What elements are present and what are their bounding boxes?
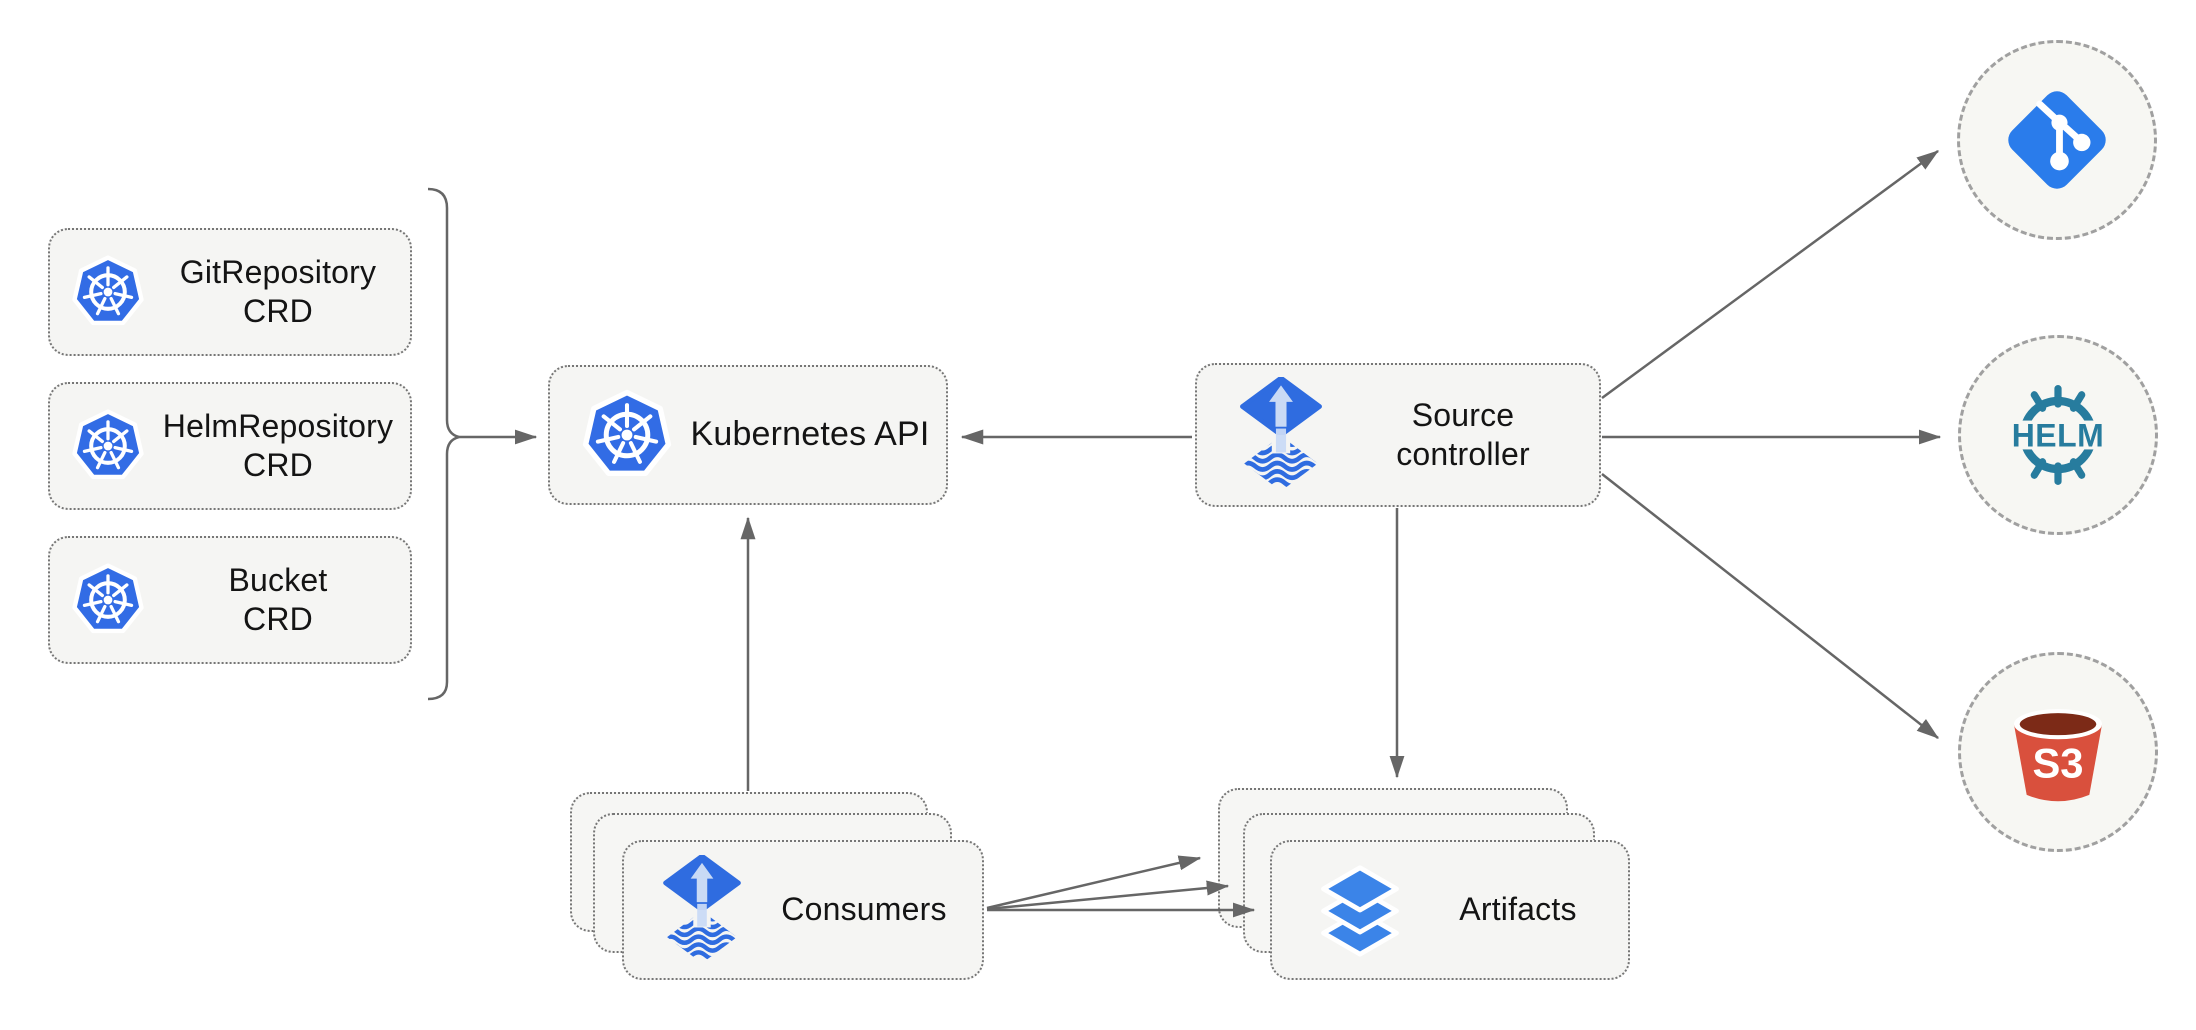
helm-icon: HELM (1991, 381, 2125, 489)
node-label: GitRepository CRD (146, 253, 410, 331)
node-gitrepository-crd: GitRepository CRD (48, 228, 412, 356)
node-bucket-crd: Bucket CRD (48, 536, 412, 664)
flux-icon (658, 855, 746, 965)
node-label: Consumers (781, 891, 947, 928)
kubernetes-icon (70, 254, 146, 330)
node-label-line1: Bucket (228, 561, 328, 598)
node-label: HelmRepository CRD (146, 407, 410, 485)
node-label-line2: CRD (243, 601, 313, 637)
node-label: Source controller (1327, 396, 1599, 474)
node-label-line2: CRD (243, 293, 313, 329)
edge-consumers-to-artifacts-middle (986, 880, 1230, 911)
edge-source-controller-to-s3 (1601, 473, 1939, 739)
node-label: Artifacts (1459, 891, 1577, 928)
edge-consumers-to-artifacts-back (986, 855, 1202, 910)
node-artifacts: Artifacts (1270, 840, 1630, 980)
crd-group-bracket (427, 187, 460, 701)
node-label-line1: GitRepository (179, 253, 377, 290)
flux-icon (1235, 377, 1327, 493)
node-label: Bucket CRD (146, 561, 410, 639)
node-source-controller: Source controller (1195, 363, 1601, 507)
kubernetes-icon (70, 408, 146, 484)
node-label-line1: Source (1411, 396, 1515, 433)
git-icon (1995, 78, 2119, 202)
s3-bucket-icon: S3 (2000, 694, 2116, 810)
node-label-line2: CRD (243, 447, 313, 483)
node-consumers: Consumers (622, 840, 984, 980)
kubernetes-icon (580, 388, 674, 482)
node-label-line2: controller (1396, 436, 1530, 472)
node-helm-source: HELM (1958, 335, 2158, 535)
kubernetes-icon (70, 562, 146, 638)
node-helmrepository-crd: HelmRepository CRD (48, 382, 412, 510)
node-label: Kubernetes API (690, 415, 930, 454)
node-s3-source: S3 (1958, 652, 2158, 852)
node-kubernetes-api: Kubernetes API (548, 365, 948, 505)
node-label-line1: HelmRepository (162, 407, 394, 444)
node-git-source (1957, 40, 2157, 240)
s3-wordmark: S3 (2032, 740, 2083, 787)
layers-icon (1312, 862, 1408, 958)
edge-source-controller-to-git (1601, 149, 1940, 400)
helm-wordmark: HELM (2012, 417, 2105, 453)
